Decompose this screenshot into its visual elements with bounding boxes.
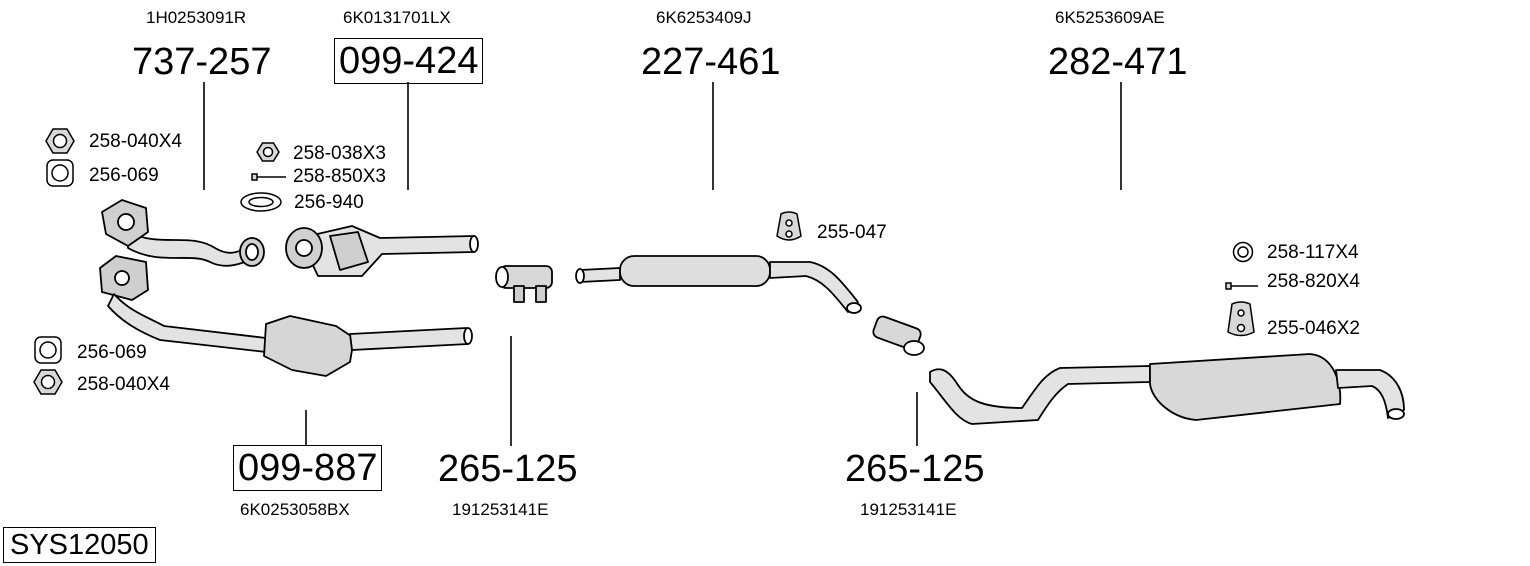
part-number-boxed[interactable]: 099-424	[334, 38, 484, 84]
accessory-label[interactable]: 258-820X4	[1267, 271, 1360, 292]
accessory-label[interactable]: 258-850X3	[293, 166, 386, 187]
washer-icon	[1232, 241, 1254, 263]
nut-icon	[33, 369, 63, 395]
part-number[interactable]: 282-471	[1048, 41, 1188, 83]
pipe-clamp-drawing	[495, 265, 553, 303]
catalytic-converter-drawing	[285, 225, 479, 277]
system-id: SYS12050	[3, 527, 156, 563]
nut-icon	[45, 128, 75, 154]
part-number[interactable]: 227-461	[641, 41, 781, 83]
oe-number: 6K6253409J	[656, 8, 752, 27]
bolt-icon	[251, 173, 286, 181]
oe-number: 6K0131701LX	[343, 8, 451, 27]
accessory-label[interactable]: 258-040X4	[89, 131, 182, 152]
oe-number: 191253141E	[860, 500, 957, 519]
front-pipe-drawing	[101, 199, 265, 267]
oe-number: 1H0253091R	[146, 8, 247, 27]
accessory-label[interactable]: 255-047	[817, 222, 887, 243]
ring-gasket-icon	[240, 192, 282, 212]
gasket-icon	[34, 336, 62, 364]
oe-number: 191253141E	[452, 500, 549, 519]
accessory-label[interactable]: 256-940	[294, 192, 364, 213]
bolt-icon	[1225, 282, 1258, 290]
accessory-label[interactable]: 258-040X4	[77, 374, 170, 395]
part-number[interactable]: 265-125	[845, 448, 985, 490]
part-number-boxed[interactable]: 099-887	[233, 445, 383, 491]
part-number[interactable]: 265-125	[438, 448, 578, 490]
part-number[interactable]: 737-257	[132, 41, 272, 83]
rear-muffler-drawing	[929, 353, 1405, 425]
center-muffler-drawing	[575, 255, 862, 314]
flange-nut-icon	[256, 142, 280, 162]
rubber-hanger-icon	[776, 211, 802, 241]
downpipe-catalyst-drawing	[99, 255, 473, 377]
accessory-label[interactable]: 256-069	[77, 342, 147, 363]
accessory-label[interactable]: 256-069	[89, 165, 159, 186]
oe-number: 6K0253058BX	[240, 500, 350, 519]
accessory-label[interactable]: 258-038X3	[293, 143, 386, 164]
accessory-label[interactable]: 258-117X4	[1267, 242, 1359, 263]
accessory-label[interactable]: 255-046X2	[1267, 318, 1360, 339]
pipe-clamp-drawing	[872, 315, 925, 356]
gasket-icon	[46, 159, 74, 187]
oe-number: 6K5253609AE	[1055, 8, 1165, 27]
rubber-hanger-icon	[1227, 301, 1255, 337]
